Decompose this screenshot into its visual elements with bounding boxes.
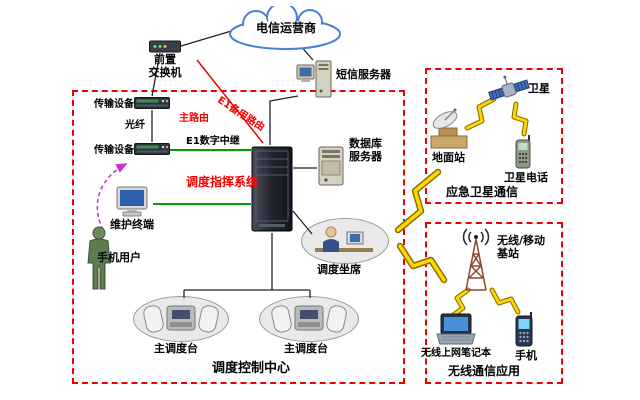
db-server-label: 数据库 服务器 xyxy=(349,137,382,163)
cloud-icon xyxy=(229,6,341,50)
db-server-icon xyxy=(318,146,344,186)
transmission-top-icon xyxy=(134,97,170,109)
fiber-label: 光纤 xyxy=(125,120,145,131)
wireless-laptop-label: 无线上网笔记本 xyxy=(421,348,491,359)
satellite-icon xyxy=(488,75,530,101)
console-left-label: 主调度台 xyxy=(154,342,198,355)
dispatch-seat-pad xyxy=(301,218,389,264)
front-switch-label: 前置 交换机 xyxy=(148,53,182,79)
satellite-phone-icon xyxy=(515,135,531,169)
maintenance-terminal-label: 维护终端 xyxy=(110,218,154,231)
transmission-bottom-label: 传输设备 xyxy=(94,145,134,156)
console-left-icon xyxy=(143,305,219,333)
mobile-user-label: 手机用户 xyxy=(97,251,141,264)
wireless-zone-title: 无线通信应用 xyxy=(448,364,521,378)
front-switch-icon xyxy=(149,40,181,53)
base-station-tower-icon xyxy=(462,228,490,291)
ground-station-label: 地面站 xyxy=(432,151,465,164)
sms-server-icon xyxy=(296,60,332,98)
maintenance-terminal-icon xyxy=(116,186,148,217)
satellite-label: 卫星 xyxy=(528,82,550,95)
mobile-phone-icon xyxy=(515,312,533,347)
cloud-label: 电信运营商 xyxy=(255,21,316,35)
server-cabinet-icon xyxy=(251,146,293,232)
e1-digital-trunk-label: E1数字中继 xyxy=(186,136,240,147)
wireless-app-zone xyxy=(425,222,563,384)
mobile-user-icon xyxy=(87,226,111,290)
sms-server-label: 短信服务器 xyxy=(336,68,391,81)
console-right-icon xyxy=(271,305,347,333)
main-route-label: 主路由 xyxy=(179,113,209,124)
ground-station-icon xyxy=(430,108,468,149)
control-center-title: 调度控制中心 xyxy=(212,361,291,376)
dispatch-seat-label: 调度坐席 xyxy=(317,263,361,276)
transmission-bottom-icon xyxy=(134,143,170,155)
satellite-zone-title: 应急卫星通信 xyxy=(446,185,519,199)
satellite-comm-zone xyxy=(425,68,563,204)
mobile-phone-label: 手机 xyxy=(515,349,537,362)
wireless-laptop-icon xyxy=(436,313,476,345)
console-right-label: 主调度台 xyxy=(284,342,328,355)
transmission-top-label: 传输设备 xyxy=(94,99,134,110)
dispatch-seat-icon xyxy=(315,226,373,252)
dispatch-command-system-label: 调度指挥系统 xyxy=(186,175,259,189)
satellite-phone-label: 卫星电话 xyxy=(504,171,548,184)
base-station-label: 无线/移动 基站 xyxy=(497,234,546,260)
